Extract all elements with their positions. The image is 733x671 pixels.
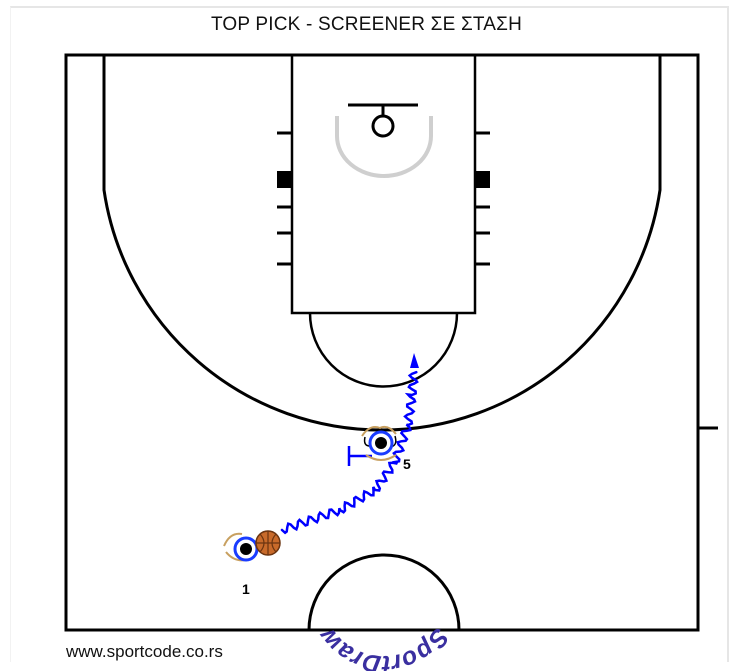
rim xyxy=(371,114,395,138)
three-point-line xyxy=(102,55,662,432)
lane-blocks xyxy=(277,171,490,188)
dribble-path xyxy=(280,370,419,535)
free-throw-circle xyxy=(308,312,459,388)
center-circle xyxy=(307,553,461,631)
diagram-title: TOP PICK - SCREENER ΣΕ ΣΤΑΣΗ xyxy=(210,14,523,35)
player-5-icon xyxy=(361,425,397,461)
lane-hash-marks xyxy=(277,131,490,266)
player-1-label: 1 xyxy=(242,581,250,597)
player-1-icon xyxy=(223,532,259,562)
restricted-area-arc xyxy=(335,116,433,178)
player-5-label: 5 xyxy=(403,456,411,472)
basketball-icon xyxy=(255,530,281,556)
court-boundary xyxy=(64,53,700,632)
footer-url: www.sportcode.co.rs xyxy=(66,642,223,661)
dribble-arrowhead xyxy=(410,353,419,368)
free-throw-lane xyxy=(290,53,477,315)
diagram-frame xyxy=(10,6,729,662)
